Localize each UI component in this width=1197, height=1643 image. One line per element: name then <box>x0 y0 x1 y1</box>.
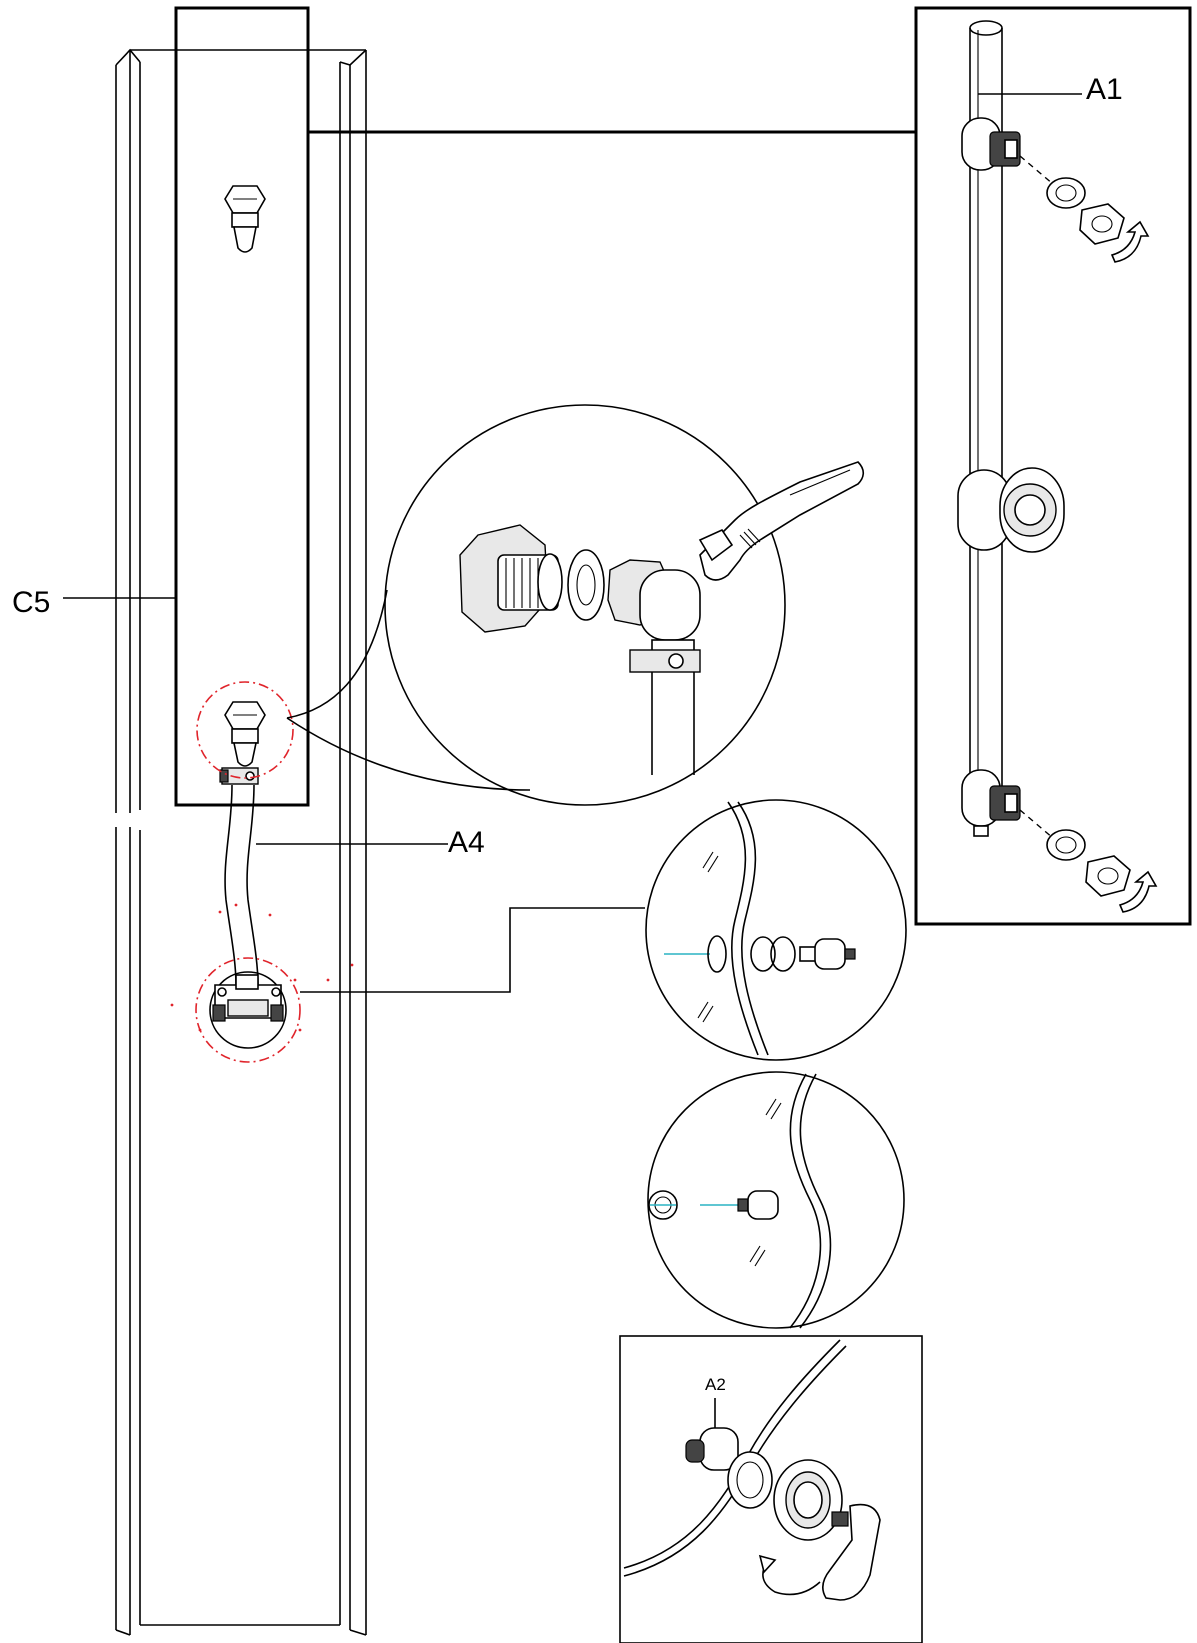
label-a4: A4 <box>448 826 485 859</box>
red-dots <box>170 903 354 1032</box>
column-channel <box>110 48 367 1636</box>
upper-fitting <box>224 185 266 253</box>
highlight-upper-connection <box>196 681 294 779</box>
panel-c5 <box>174 6 310 807</box>
lower-fitting <box>219 701 266 785</box>
label-a1: A1 <box>1086 73 1123 106</box>
detail-circle-cartridge <box>647 1071 905 1329</box>
detail-circle-orings <box>645 799 907 1061</box>
label-c5: C5 <box>12 586 50 619</box>
highlight-lower-connection <box>195 957 301 1063</box>
detail-circle-wrench <box>286 404 865 806</box>
hose-a4 <box>224 784 259 986</box>
lower-outlet <box>209 971 287 1049</box>
label-a2: A2 <box>705 1375 726 1394</box>
detail-box-a1 <box>914 6 1192 926</box>
detail-box-a2 <box>619 1335 923 1643</box>
